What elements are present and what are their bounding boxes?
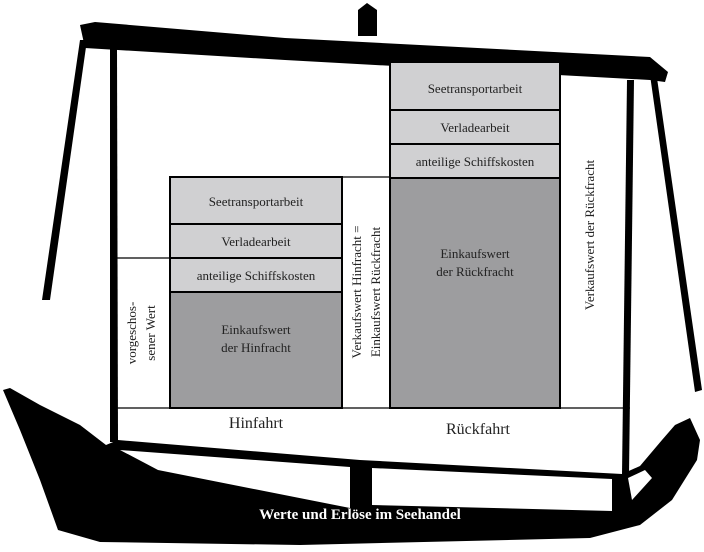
rueck-verlade-label: Verladearbeit [440,120,510,135]
hin-seetransport-label: Seetransportarbeit [209,194,304,209]
hin-schiffskosten-label: anteilige Schiffskosten [197,268,316,283]
right-outer-rope [650,75,702,392]
rueck-schiffskosten-label: anteilige Schiffskosten [416,154,535,169]
rueckfahrt-stack [389,61,561,409]
rueck-einkaufswert-label-1: Einkaufswert [440,246,510,261]
deck-gap-left [120,450,350,508]
rueck-einkaufswert-label-2: der Rückfracht [436,264,514,279]
mast-top [358,3,377,36]
rueck-schiffskosten-box [389,143,561,179]
hinfahrt-stack [169,176,343,409]
rueck-seetransport-box [389,61,561,111]
rueck-verlade-box [389,109,561,145]
deck-gap-right [372,468,612,511]
hin-schiffskosten-box [169,257,343,293]
einkaufswert-rueckfracht-label: Einkaufswert Rückfracht [368,226,383,357]
hinfahrt-label: Hinfahrt [229,415,284,432]
diagram-title: Werte und Erlöse im Seehandel [259,507,461,523]
hin-einkaufswert-label-1: Einkaufswert [221,322,291,337]
hin-einkaufswert-label-2: der Hinfracht [221,340,291,355]
rueck-einkaufswert-box [389,177,561,409]
hin-verlade-box [169,223,343,259]
vorgeschossen-label-1: vorgeschos- [124,302,139,365]
hin-verlade-label: Verladearbeit [221,234,291,249]
left-inner-post [110,48,118,442]
stern-rigging-gap [628,470,652,500]
verkaufswert-hinfracht-label: Verkaufswert Hinfracht = [349,226,364,359]
hin-einkaufswert-box [169,291,343,409]
rueckfahrt-label: Rückfahrt [446,421,511,438]
verkaufswert-rueckfracht-label: Verkaufswert der Rückfracht [582,160,597,311]
right-inner-post [622,80,634,475]
rueck-seetransport-label: Seetransportarbeit [428,81,523,96]
vorgeschossen-label-2: sener Wert [143,305,158,361]
left-outer-rope [42,40,87,300]
